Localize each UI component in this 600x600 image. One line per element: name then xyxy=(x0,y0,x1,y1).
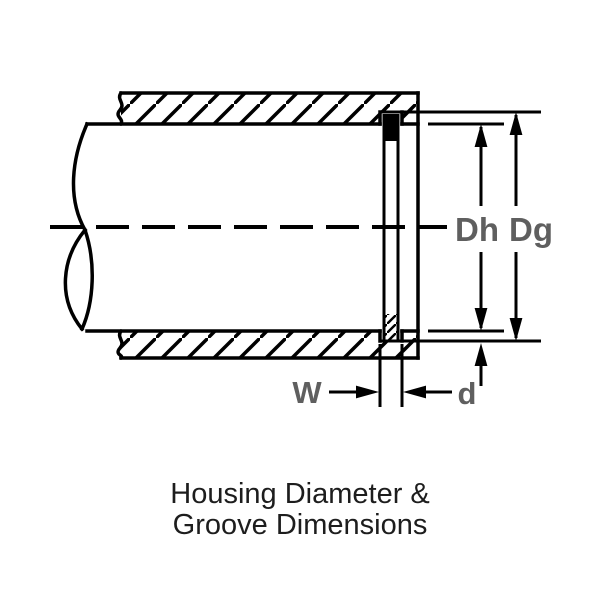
w-arrow-right-icon xyxy=(356,385,379,399)
dg-label: Dg xyxy=(509,211,553,248)
housing-bottom-wall-hatch xyxy=(121,331,418,358)
caption-line-2: Groove Dimensions xyxy=(173,509,428,541)
w-dimension xyxy=(329,344,452,407)
break-curve-loop-right xyxy=(79,227,94,332)
d-arrow-up-icon xyxy=(474,343,488,366)
dh-dimension xyxy=(474,124,488,331)
break-curve-upper xyxy=(71,121,90,233)
d-dimension xyxy=(474,343,488,386)
caption: Housing Diameter & Groove Dimensions xyxy=(170,478,430,541)
dh-label: Dh xyxy=(455,211,499,248)
dg-arrow-up-icon xyxy=(509,112,523,135)
housing-outline xyxy=(85,91,420,360)
break-curve-loop-left xyxy=(63,227,88,332)
bottom-wall-break-edge xyxy=(116,329,124,360)
bore-break-line xyxy=(63,121,94,332)
caption-line-1: Housing Diameter & xyxy=(170,478,430,510)
w-arrow-left-icon xyxy=(403,385,426,399)
retaining-ring xyxy=(382,114,400,341)
ring-cross-section-bottom xyxy=(384,314,398,341)
dh-arrow-down-icon xyxy=(474,308,488,331)
bore-diameter-extension-lines xyxy=(428,122,504,333)
d-label: d xyxy=(458,376,477,411)
dg-dimension xyxy=(509,112,523,341)
w-label: W xyxy=(292,375,322,410)
dg-arrow-down-icon xyxy=(509,318,523,341)
top-wall-break-edge xyxy=(116,91,124,126)
groove-diameter-extension-lines xyxy=(380,110,541,343)
housing-top-wall-hatch xyxy=(121,93,418,124)
dh-arrow-up-icon xyxy=(474,124,488,147)
ring-cross-section-top xyxy=(384,114,398,141)
housing-cross-section xyxy=(121,93,418,358)
